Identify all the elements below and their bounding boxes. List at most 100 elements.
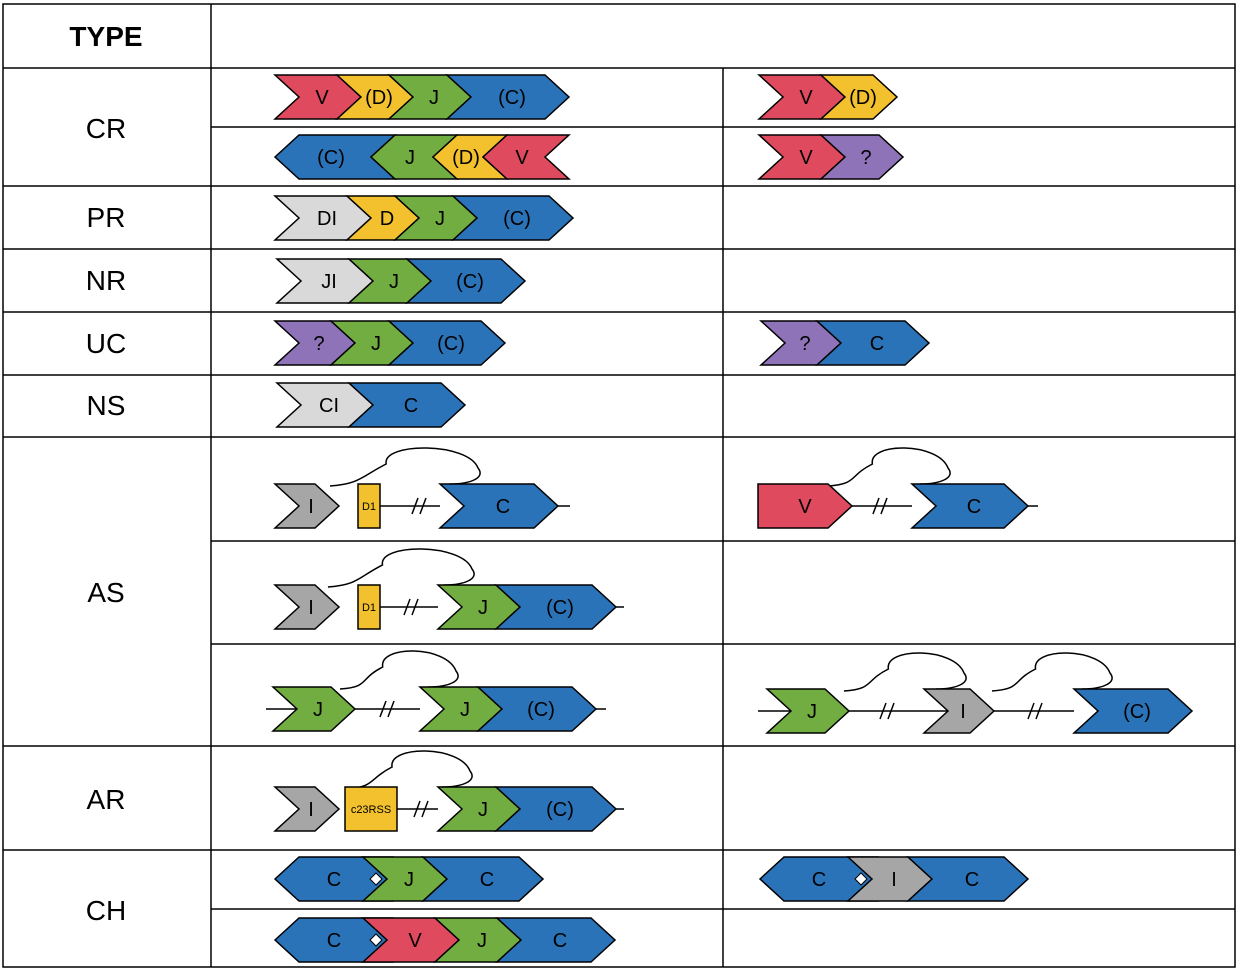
ch-c-segment-left-3-label: C: [327, 930, 341, 952]
gap-break-mark: [413, 800, 429, 818]
deletion-loop: [329, 447, 481, 487]
gap-break-mark: [411, 497, 427, 515]
as-c-segment-4-label: (C): [527, 699, 555, 721]
cr-d-segment-label: (D): [365, 87, 393, 109]
as-i-segment-2: [273, 584, 341, 630]
ar-c23rss-box-label: c23RSS: [351, 804, 391, 816]
ar-c23rss-box: [344, 786, 398, 832]
as-j-segment-5-label: J: [807, 701, 817, 723]
deletion-loop: [843, 652, 967, 692]
ar-c-segment: [494, 786, 618, 832]
as-d1-box: [357, 483, 381, 529]
ch-c-segment-right-3-label: C: [553, 930, 567, 952]
uc-c-segment-2: [815, 320, 931, 366]
uc-c-segment: [387, 320, 507, 366]
cr-rev-v-segment-label: V: [515, 147, 529, 169]
nr-ji-segment-label: JI: [321, 271, 337, 293]
grid-lines: [2, 3, 1236, 968]
as-j-segment-2-label: J: [478, 597, 488, 619]
cr-v-segment-label: V: [315, 87, 329, 109]
as-d1-box-2: [357, 584, 381, 630]
cr-rev-v-segment: [481, 134, 571, 180]
type-label-ar: AR: [87, 784, 126, 815]
pr-c-segment: [451, 195, 575, 241]
as-d1-box-label: D1: [362, 501, 376, 513]
cr-d-segment-2-label: (D): [849, 87, 877, 109]
as-c-segment-5: [1072, 688, 1194, 734]
deletion-loop: [339, 650, 459, 690]
as-i-segment: [273, 483, 341, 529]
uc-c-segment-2-label: C: [870, 333, 884, 355]
as-c-segment-2-label: C: [967, 496, 981, 518]
type-label-ch: CH: [86, 895, 126, 926]
pr-j-segment-label: J: [435, 208, 445, 230]
cr-c-segment: [445, 74, 571, 120]
as-c-segment: [438, 483, 560, 529]
gap-break-mark: [872, 497, 888, 515]
ar-i-segment: [273, 786, 341, 832]
ch-c-segment-right-2: [906, 856, 1030, 902]
ch-j-segment-label: J: [404, 869, 414, 891]
nr-j-segment-label: J: [389, 271, 399, 293]
ns-c-segment: [347, 382, 467, 428]
nr-c-segment: [405, 258, 527, 304]
ar-j-segment-label: J: [478, 799, 488, 821]
gap-break-mark: [379, 700, 395, 718]
type-label-uc: UC: [86, 328, 126, 359]
ch-v-segment-label: V: [408, 930, 422, 952]
pr-di-segment-label: DI: [317, 208, 337, 230]
junction-diamond: [369, 933, 383, 947]
as-i-segment-label: I: [308, 496, 314, 518]
ch-c-segment-right-2-label: C: [965, 869, 979, 891]
ch-c-segment-right-3: [495, 917, 617, 963]
as-j-segment-5: [765, 688, 851, 734]
type-labels: CR PR NR UC NS AS AR CH: [86, 113, 126, 926]
as-i-segment-3: [922, 688, 996, 734]
uc-unknown-segment-2-label: ?: [799, 333, 810, 355]
type-label-pr: PR: [87, 202, 126, 233]
deletion-loop: [991, 652, 1113, 692]
as-c-segment-label: C: [496, 496, 510, 518]
type-column-header: TYPE: [69, 21, 142, 52]
as-j-segment-4-label: J: [460, 699, 470, 721]
as-c-segment-3: [494, 584, 618, 630]
as-j-segment-3: [271, 686, 357, 732]
junction-diamond: [854, 872, 868, 886]
deletion-loop: [327, 548, 475, 588]
as-v-segment-label: V: [798, 496, 812, 518]
ch-c-segment-left-2-label: C: [812, 869, 826, 891]
ar-i-segment-label: I: [308, 799, 314, 821]
type-label-ns: NS: [87, 390, 126, 421]
ch-c-segment-right-label: C: [480, 869, 494, 891]
gap-break-mark: [879, 702, 895, 720]
cr-rev-j-segment-label: J: [405, 147, 415, 169]
cr-c-segment-label: (C): [498, 87, 526, 109]
cr-unknown-segment: [819, 134, 905, 180]
pr-d-segment-label: D: [380, 208, 394, 230]
cr-v-segment-3-label: V: [799, 147, 813, 169]
type-label-as: AS: [87, 577, 124, 608]
junction-diamond: [369, 872, 383, 886]
ch-i-segment-label: I: [891, 869, 897, 891]
as-i-segment-3-label: I: [960, 701, 966, 723]
pr-c-segment-label: (C): [503, 208, 531, 230]
as-d1-box-2-label: D1: [362, 602, 376, 614]
cr-v-segment-2-label: V: [799, 87, 813, 109]
type-label-nr: NR: [86, 265, 126, 296]
as-j-segment-3-label: J: [313, 699, 323, 721]
cr-rev-d-segment-label: (D): [452, 147, 480, 169]
as-v-segment: [757, 483, 854, 529]
ns-ci-segment-label: CI: [319, 395, 339, 417]
cr-rev-c-segment-label: (C): [317, 147, 345, 169]
gap-break-mark: [403, 598, 419, 616]
as-c-segment-3-label: (C): [546, 597, 574, 619]
ch-c-segment-right: [421, 856, 545, 902]
deletion-loop: [345, 750, 473, 790]
type-label-cr: CR: [86, 113, 126, 144]
ar-c-segment-label: (C): [546, 799, 574, 821]
ch-j-segment-2-label: J: [477, 930, 487, 952]
as-c-segment-2: [910, 483, 1030, 529]
as-i-segment-2-label: I: [308, 597, 314, 619]
